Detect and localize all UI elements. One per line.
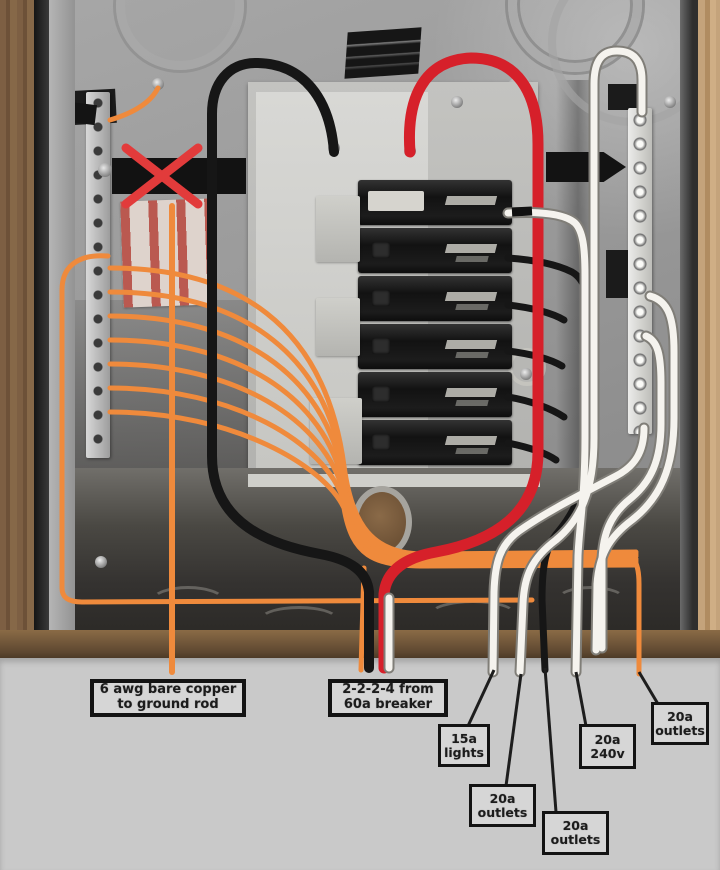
blank-breaker-slot bbox=[310, 398, 362, 464]
plate-bottom-edge bbox=[248, 474, 540, 487]
label-20a-outlets-mid-text: 20a outlets bbox=[477, 790, 528, 820]
breaker-label-smudge bbox=[455, 448, 489, 454]
label-feeder: 2-2-2-4 from 60a breaker bbox=[328, 679, 448, 717]
label-15a-lights-text: 15a lights bbox=[444, 730, 484, 760]
knockout-ring bbox=[116, 0, 244, 70]
oval-knockout-hole bbox=[352, 486, 412, 558]
embossing bbox=[428, 600, 518, 632]
breaker bbox=[358, 420, 512, 465]
breaker-handle bbox=[368, 191, 424, 211]
screw bbox=[451, 96, 463, 108]
label-20a-outlets-mid: 20a outlets bbox=[469, 784, 536, 827]
blank-breaker-slot bbox=[316, 298, 360, 356]
label-ground-wire: 6 awg bare copper to ground rod bbox=[90, 679, 246, 717]
panel-lip-left bbox=[49, 0, 75, 656]
breaker-toggle bbox=[372, 434, 390, 450]
screw bbox=[328, 142, 340, 154]
breaker-stack bbox=[358, 180, 512, 468]
wood-frame-right bbox=[698, 0, 720, 656]
label-ground-wire-text: 6 awg bare copper to ground rod bbox=[99, 682, 237, 712]
panel-edge-left bbox=[34, 0, 49, 656]
embossed-circle bbox=[508, 348, 546, 386]
breaker-toggle bbox=[372, 290, 390, 306]
breaker bbox=[358, 228, 512, 273]
screw bbox=[520, 368, 532, 380]
breaker-label-smudge bbox=[455, 400, 489, 406]
breaker-label-smudge bbox=[444, 388, 498, 397]
label-20a-240v-text: 20a 240v bbox=[590, 731, 625, 761]
breaker-label-smudge bbox=[455, 256, 489, 262]
neutral-bus-mount bbox=[608, 84, 646, 110]
breaker bbox=[358, 324, 512, 369]
label-20a-outlets-bottom: 20a outlets bbox=[542, 811, 609, 855]
bottom-wood-sill bbox=[0, 630, 720, 658]
screw bbox=[152, 78, 164, 90]
breaker-label-smudge bbox=[444, 244, 498, 253]
label-20a-outlets-bottom-text: 20a outlets bbox=[550, 818, 601, 847]
brand-sticker bbox=[344, 27, 422, 79]
breaker-label-smudge bbox=[444, 292, 498, 301]
ground-bus-bar bbox=[86, 92, 110, 458]
panel-photo bbox=[0, 0, 720, 660]
screw bbox=[664, 96, 676, 108]
black-bonding-strap bbox=[112, 158, 246, 194]
breaker-toggle bbox=[372, 338, 390, 354]
breaker-label-smudge bbox=[455, 304, 489, 310]
panel-edge-right bbox=[680, 0, 698, 656]
embossing bbox=[556, 586, 626, 614]
wood-frame-left bbox=[0, 0, 36, 656]
breaker bbox=[358, 372, 512, 417]
breaker-main bbox=[358, 180, 512, 225]
label-20a-outlets-right-text: 20a outlets bbox=[655, 708, 705, 738]
breaker-toggle bbox=[372, 386, 390, 402]
neutral-bus-bar bbox=[628, 108, 652, 434]
breaker-label-smudge bbox=[455, 352, 489, 358]
label-feeder-text: 2-2-2-4 from 60a breaker bbox=[342, 682, 434, 712]
breaker-label-smudge bbox=[444, 196, 498, 205]
warning-sticker bbox=[120, 198, 216, 308]
strap-bolt bbox=[98, 163, 112, 177]
label-20a-outlets-right: 20a outlets bbox=[651, 702, 709, 745]
screw bbox=[95, 556, 107, 568]
embossing bbox=[150, 586, 226, 618]
breaker-label-smudge bbox=[444, 340, 498, 349]
breaker-label-smudge bbox=[444, 436, 498, 445]
blank-breaker-slot bbox=[316, 196, 360, 262]
label-15a-lights: 15a lights bbox=[438, 724, 490, 767]
screw bbox=[404, 145, 416, 157]
breaker-toggle bbox=[372, 242, 390, 258]
breaker bbox=[358, 276, 512, 321]
label-20a-240v: 20a 240v bbox=[579, 724, 636, 769]
